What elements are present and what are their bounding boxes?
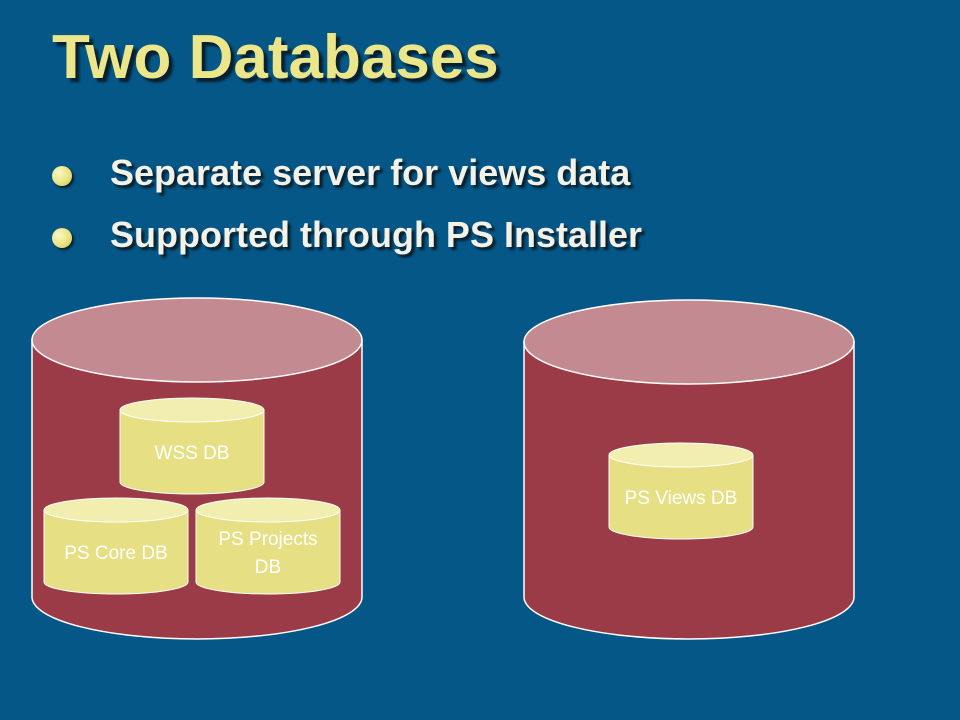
bullet-dot-icon [52,166,72,186]
db-label-wss: WSS DB [155,443,230,464]
db-label-ps-projects-line1: PS Projects [218,529,317,550]
database-ps-projects-db: PS Projects DB [195,497,341,595]
database-wss-db: WSS DB [119,397,265,495]
db-label-ps-core: PS Core DB [64,543,167,564]
bullet-text: Separate server for views data [110,152,631,193]
db-label-ps-projects-line2: DB [255,557,281,578]
database-ps-core-db: PS Core DB [43,497,189,595]
bullet-text: Supported through PS Installer [110,214,643,255]
database-ps-views-db: PS Views DB [608,442,754,540]
db-label-ps-views: PS Views DB [625,488,738,509]
bullet-dot-icon [52,228,72,248]
slide-title: Two Databases [52,23,499,92]
